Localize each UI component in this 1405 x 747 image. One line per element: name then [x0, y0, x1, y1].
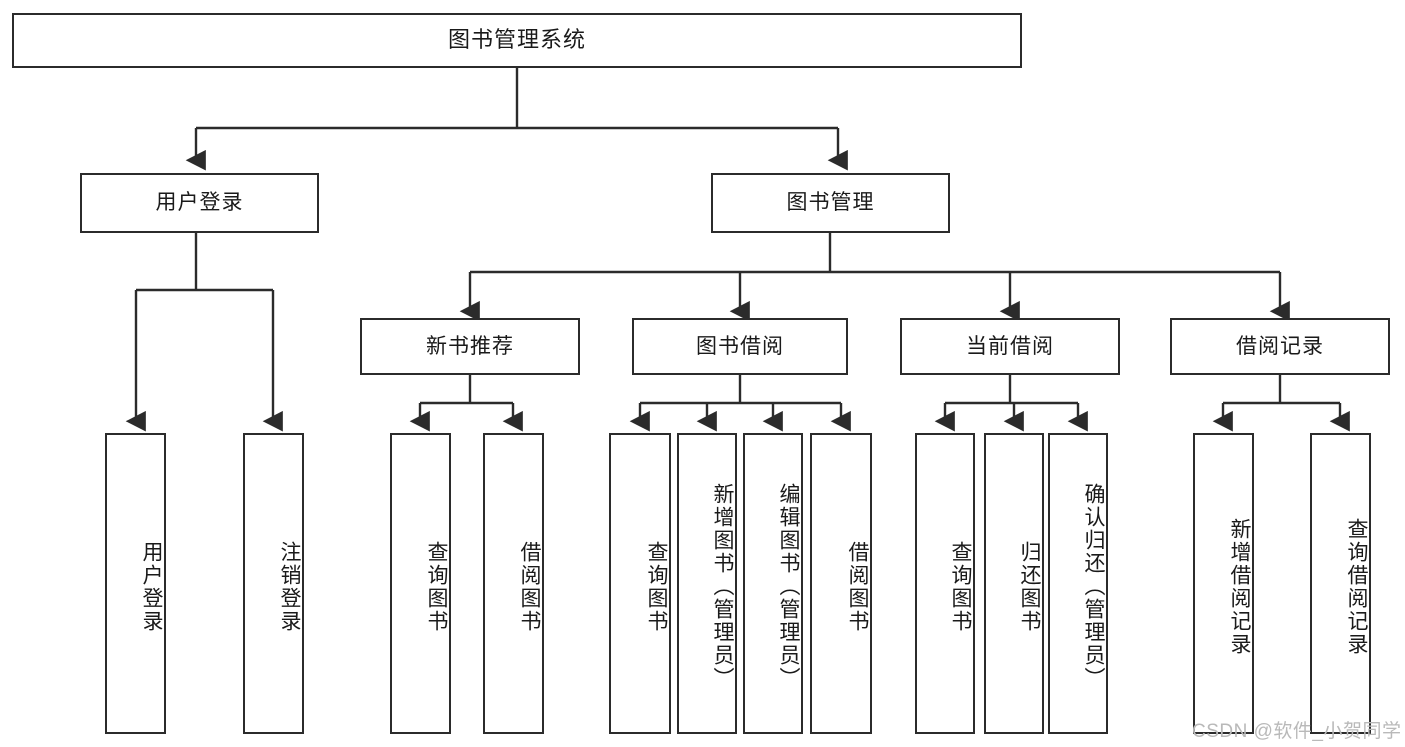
leaf-label: 新增图书（管理员） — [711, 483, 734, 690]
leaf-new-book-borrow[interactable]: 借阅图书 — [483, 433, 544, 734]
leaf-borrow-borrow-book[interactable]: 借阅图书 — [810, 433, 872, 734]
csdn-watermark: CSDN @软件_小贺同学 — [1192, 721, 1402, 742]
leaf-current-query-book[interactable]: 查询图书 — [915, 433, 975, 734]
node-new-book-recommend-label: 新书推荐 — [426, 334, 514, 358]
node-book-borrow-label: 图书借阅 — [696, 334, 784, 358]
node-current-borrow-label: 当前借阅 — [966, 334, 1054, 358]
node-root-label: 图书管理系统 — [447, 27, 586, 53]
leaf-label: 确认归还（管理员） — [1082, 483, 1105, 690]
leaf-borrow-add-book-admin[interactable]: 新增图书（管理员） — [677, 433, 737, 734]
leaf-label: 借阅图书 — [846, 540, 869, 633]
node-root[interactable]: 图书管理系统 — [12, 13, 1022, 68]
leaf-label: 编辑图书（管理员） — [777, 483, 800, 690]
node-book-management[interactable]: 图书管理 — [711, 173, 950, 233]
leaf-label: 查询图书 — [645, 540, 668, 633]
leaf-borrow-edit-book-admin[interactable]: 编辑图书（管理员） — [743, 433, 803, 734]
leaf-label: 注销登录 — [278, 540, 301, 633]
leaf-label: 查询图书 — [949, 540, 972, 633]
leaf-label: 借阅图书 — [518, 540, 541, 633]
node-borrow-record-label: 借阅记录 — [1236, 334, 1324, 358]
leaf-new-book-query[interactable]: 查询图书 — [390, 433, 451, 734]
leaf-label: 新增借阅记录 — [1228, 517, 1251, 656]
leaf-current-confirm-return-admin[interactable]: 确认归还（管理员） — [1048, 433, 1108, 734]
node-user-login[interactable]: 用户登录 — [80, 173, 319, 233]
leaf-user-login-login[interactable]: 用户登录 — [105, 433, 166, 734]
leaf-label: 查询图书 — [425, 540, 448, 633]
leaf-user-login-logout[interactable]: 注销登录 — [243, 433, 304, 734]
node-borrow-record[interactable]: 借阅记录 — [1170, 318, 1390, 375]
node-new-book-recommend[interactable]: 新书推荐 — [360, 318, 580, 375]
node-current-borrow[interactable]: 当前借阅 — [900, 318, 1120, 375]
leaf-current-return-book[interactable]: 归还图书 — [984, 433, 1044, 734]
leaf-label: 用户登录 — [140, 540, 163, 633]
node-user-login-label: 用户登录 — [155, 191, 244, 215]
node-book-management-label: 图书管理 — [786, 191, 875, 215]
leaf-borrow-query-book[interactable]: 查询图书 — [609, 433, 671, 734]
node-book-borrow[interactable]: 图书借阅 — [632, 318, 848, 375]
leaf-record-query-record[interactable]: 查询借阅记录 — [1310, 433, 1371, 734]
leaf-label: 归还图书 — [1018, 540, 1041, 633]
leaf-record-add-record[interactable]: 新增借阅记录 — [1193, 433, 1254, 734]
leaf-label: 查询借阅记录 — [1345, 517, 1368, 656]
